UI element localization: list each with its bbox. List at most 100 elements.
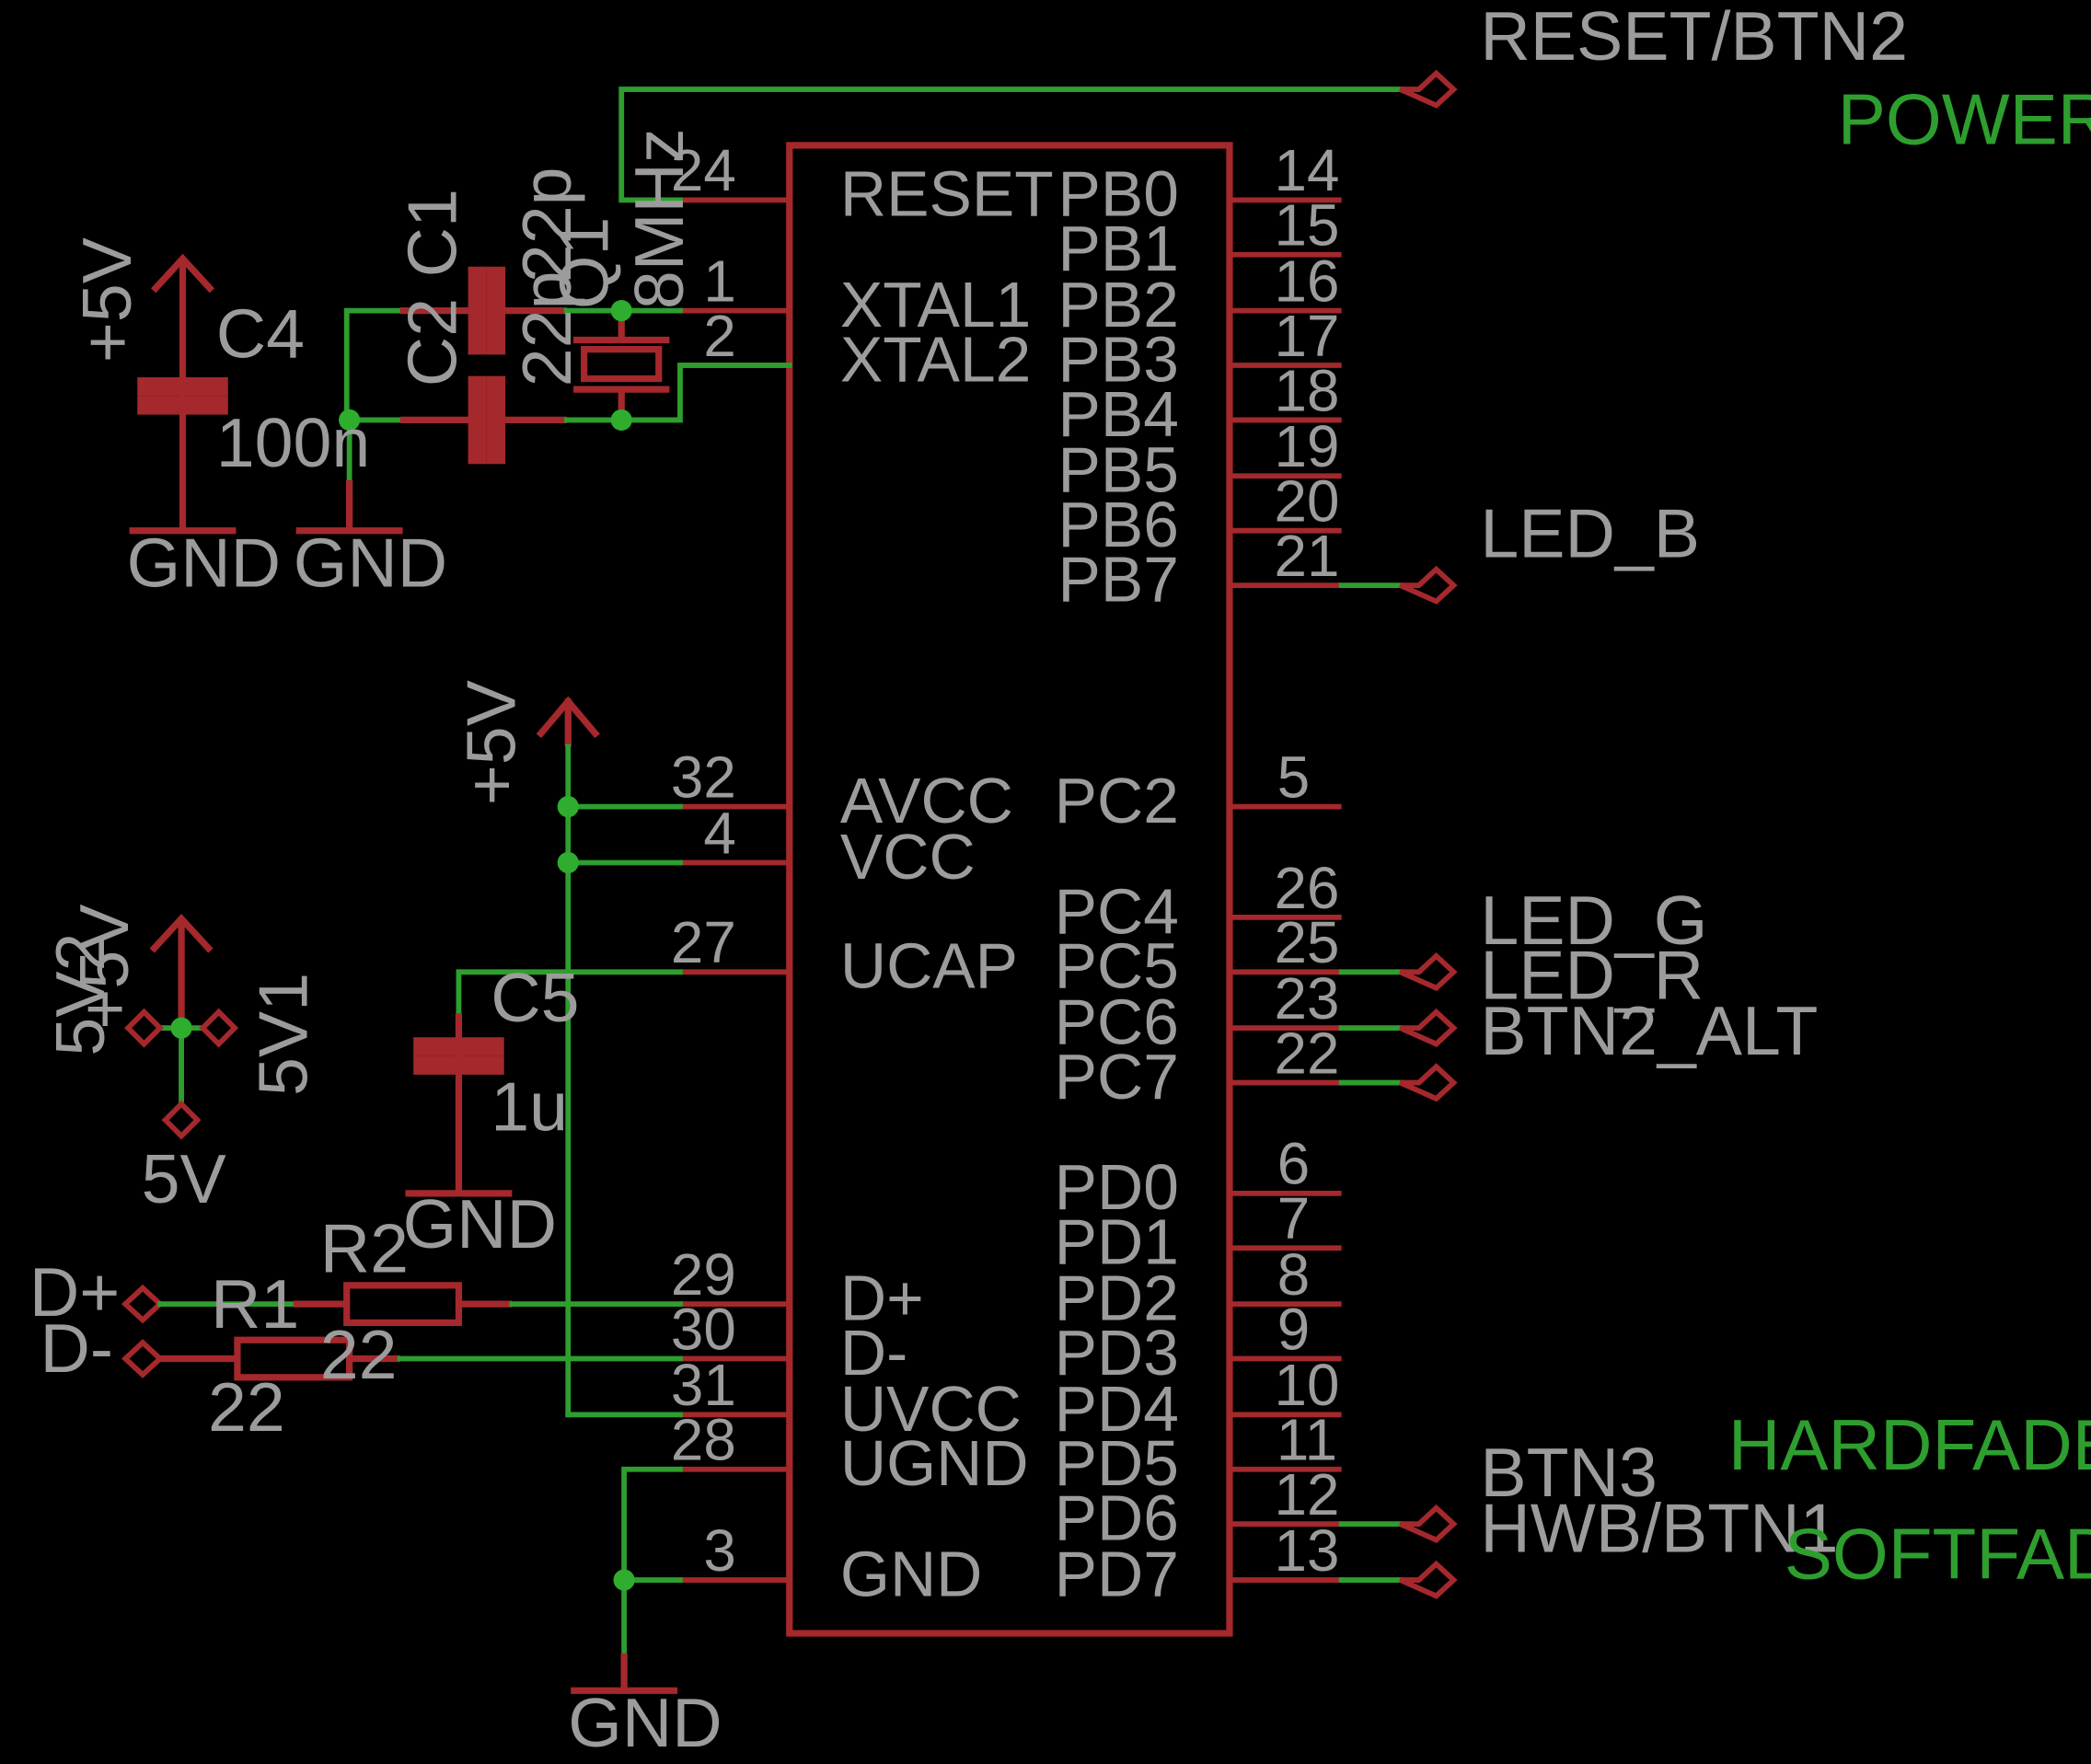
led-r-port-icon: [1399, 951, 1458, 992]
gnd-label-main: GND: [568, 1684, 722, 1761]
pin-name-pb1: PB1: [1057, 213, 1178, 284]
c4-supply-label: +5V: [68, 237, 145, 363]
pin-num-22: 22: [1275, 1020, 1340, 1086]
q1-body: [581, 346, 663, 383]
pin-num-25: 25: [1275, 909, 1340, 975]
pd7-net: [1338, 1560, 1458, 1599]
r2-name: R2: [320, 1209, 409, 1286]
pin-num-8: 8: [1277, 1241, 1310, 1308]
pin-num-13: 13: [1275, 1517, 1340, 1584]
vplus-arrow-icon: [150, 253, 215, 294]
pin-name-pc4: PC4: [1055, 875, 1179, 947]
c1-name: C1: [394, 189, 471, 277]
note-power: POWER: [1838, 78, 2091, 159]
c5-ucap: C5 1u GND: [403, 959, 683, 1262]
vcc-arrow-icon: [536, 696, 600, 739]
hwb-net: [1338, 1504, 1458, 1543]
pin-num-27: 27: [671, 909, 736, 975]
pin-name-pb7: PB7: [1057, 543, 1178, 615]
reset-port-icon: [1399, 69, 1458, 109]
gnd-label-c5: GND: [403, 1185, 557, 1262]
r2-value: 22: [320, 1316, 398, 1393]
pin-num-21: 21: [1275, 523, 1340, 589]
pin-name-pd4: PD4: [1055, 1373, 1179, 1445]
pin-num-18: 18: [1275, 357, 1340, 423]
c4-decoupling: +5V C4 100n GND: [68, 237, 370, 602]
connector-arrow-icon: [149, 913, 214, 953]
pin-num-29: 29: [671, 1241, 736, 1308]
pc7-net: [1338, 1063, 1458, 1102]
connector-5v: 5V2 +5V 5V1 5V: [41, 904, 321, 1217]
connector-port-bottom-icon: [161, 1100, 202, 1140]
pin-num-12: 12: [1275, 1461, 1340, 1528]
connector-port-right-icon: [199, 1008, 239, 1048]
pin-num-30: 30: [671, 1296, 736, 1362]
vcc-rail: +5V: [452, 680, 683, 1418]
mcu-right-pin-leads: [1229, 197, 1342, 1583]
pin-name-dminus: D-: [840, 1317, 907, 1389]
net-label-dplus: D+: [29, 1253, 120, 1331]
pin-name-xtal2: XTAL2: [840, 323, 1031, 395]
pin-num-20: 20: [1275, 468, 1340, 535]
c2-name: C2: [394, 298, 471, 386]
pin-name-pb3: PB3: [1057, 323, 1178, 395]
pin-num-32: 32: [671, 744, 736, 810]
crystal-circuit: C1 C2 22p 22p Q1 8MHz GND: [294, 128, 792, 602]
led-r-net: [1338, 951, 1458, 992]
r1-name: R1: [211, 1265, 299, 1343]
pin-name-pd0: PD0: [1055, 1151, 1179, 1223]
usb-data-lines: D+ D- R2 R1 22 22: [29, 1209, 683, 1446]
mcu-left-pin-names: RESET XTAL1 XTAL2 AVCC VCC UCAP D+ D- UV…: [840, 158, 1054, 1610]
c5-value: 1u: [491, 1068, 568, 1146]
pin-name-pc2: PC2: [1055, 765, 1179, 836]
c2-value: 22p: [508, 271, 585, 387]
dplus-port-icon: [121, 1284, 165, 1324]
led-b-net: LED_B: [1338, 495, 1700, 605]
pin-name-xtal1: XTAL1: [840, 269, 1031, 340]
pin-num-28: 28: [671, 1407, 736, 1473]
hwb-port-icon: [1399, 1504, 1458, 1543]
net-label-reset: RESET/BTN2: [1480, 0, 1908, 75]
c1-value: 22p: [508, 167, 585, 282]
pin-name-pb6: PB6: [1057, 489, 1178, 560]
pin-num-9: 9: [1277, 1296, 1310, 1362]
gnd-label-crystal: GND: [294, 525, 447, 602]
q1-name: Q1: [546, 217, 623, 310]
q1-value: 8MHz: [620, 128, 698, 309]
pin-name-pd6: PD6: [1055, 1482, 1179, 1554]
pin-num-2: 2: [703, 303, 735, 369]
net-label-hwb: HWB/BTN1: [1480, 1490, 1838, 1567]
btn2-alt-net: [1338, 1008, 1458, 1047]
connector-name-5v1: 5V1: [244, 973, 321, 1096]
pin-num-3: 3: [703, 1517, 735, 1584]
pin-name-pd2: PD2: [1055, 1262, 1179, 1333]
pin-num-4: 4: [703, 800, 735, 866]
pin-num-11: 11: [1277, 1407, 1337, 1473]
vcc-supply-label: +5V: [452, 680, 529, 805]
pin-num-24: 24: [671, 137, 736, 203]
pin-name-pc7: PC7: [1055, 1041, 1179, 1113]
mcu-body: [786, 142, 1233, 1637]
pin-num-19: 19: [1275, 413, 1340, 479]
pin-name-pc6: PC6: [1055, 986, 1179, 1058]
pin-num-6: 6: [1277, 1131, 1310, 1197]
ground-net: GND: [568, 1466, 722, 1761]
pin-num-26: 26: [1275, 855, 1340, 921]
pd7-port-icon: [1399, 1560, 1458, 1599]
pin-num-1: 1: [703, 248, 735, 314]
pin-num-23: 23: [1275, 965, 1340, 1032]
pin-name-pd1: PD1: [1055, 1206, 1179, 1278]
connector-label: 5V: [142, 1140, 226, 1217]
pin-name-avcc: AVCC: [840, 765, 1013, 836]
pin-name-pb0: PB0: [1057, 158, 1178, 230]
connector-port-left-icon: [124, 1008, 164, 1048]
pin-num-15: 15: [1275, 192, 1340, 259]
mcu-left-pin-leads: [679, 197, 790, 1583]
pin-name-pd3: PD3: [1055, 1317, 1179, 1389]
reset-net: RESET/BTN2: [618, 0, 1908, 203]
net-label-led-g: LED_G: [1480, 882, 1707, 959]
pin-num-16: 16: [1275, 248, 1340, 314]
pin-num-7: 7: [1277, 1185, 1310, 1251]
btn2-alt-port-icon: [1399, 1008, 1458, 1047]
